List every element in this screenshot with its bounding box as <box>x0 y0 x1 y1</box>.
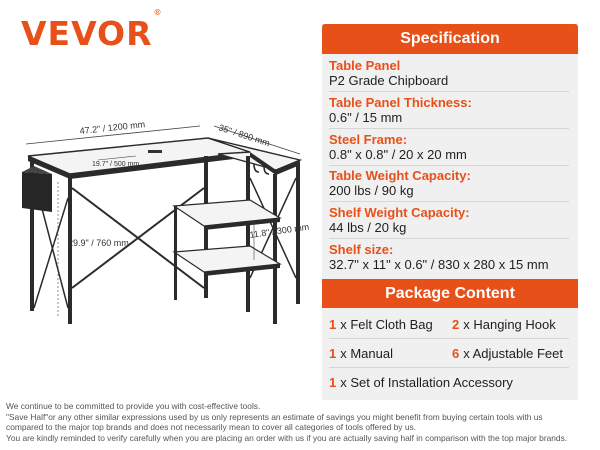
tabletop-return-edge-2 <box>276 160 300 175</box>
disclaimer: We continue to be committed to provide y… <box>6 401 596 443</box>
spec-value: 32.7" x 11" x 0.6" / 830 x 280 x 15 mm <box>329 257 549 272</box>
spec-label: Steel Frame: <box>329 132 408 147</box>
leg-return <box>296 164 300 304</box>
package-qty: 1 <box>329 375 337 390</box>
leg-front-mid <box>68 178 72 324</box>
specification-panel <box>322 24 578 304</box>
package-content-panel <box>322 308 578 400</box>
width-dimension-line <box>25 125 201 145</box>
spec-row-shelf-weight: Shelf Weight Capacity: 44 lbs / 20 kg <box>329 205 573 235</box>
spec-divider <box>329 201 569 202</box>
spec-label: Table Weight Capacity: <box>329 168 471 183</box>
package-text: x Hanging Hook <box>463 317 556 332</box>
spec-row-table-panel: Table Panel P2 Grade Chipboard <box>329 58 573 88</box>
spec-row-shelf-size: Shelf size: 32.7" x 11" x 0.6" / 830 x 2… <box>329 242 573 272</box>
felt-cloth-bag <box>22 172 52 212</box>
vevor-logo: VEVOR® <box>21 9 163 53</box>
spec-row-table-weight: Table Weight Capacity: 200 lbs / 90 kg <box>329 168 573 198</box>
leg-corner <box>273 174 277 324</box>
spec-label: Shelf Weight Capacity: <box>329 205 470 220</box>
cable-slot <box>148 150 162 153</box>
hanging-hook-2 <box>263 165 270 175</box>
shelf-bottom-edge <box>204 264 280 276</box>
shelf-top-edge <box>204 218 280 230</box>
l-shaped-desk-illustration: 47.2" / 1200 mm 35" / 890 mm 19.7" / 500… <box>22 119 310 324</box>
disclaimer-line: We continue to be committed to provide y… <box>6 401 261 411</box>
shelf-gap-label: 11.8" / 300 mm <box>249 222 310 240</box>
brace-4 <box>33 197 69 309</box>
tabletop-return-edge <box>250 152 276 175</box>
package-divider <box>329 338 569 339</box>
tabletop-edge-front <box>28 156 70 179</box>
spec-label: Table Panel Thickness: <box>329 95 472 110</box>
disclaimer-line: "Save Half"or any other similar expressi… <box>6 411 543 422</box>
inner-width-line <box>97 155 137 161</box>
spec-value: 200 lbs / 90 kg <box>329 183 414 198</box>
package-qty: 6 <box>452 346 460 361</box>
height-label: 29.9" / 760 mm <box>68 238 129 248</box>
hanging-hook-1 <box>253 163 260 173</box>
spec-divider <box>329 128 569 129</box>
disclaimer-line: You are kindly reminded to verify carefu… <box>6 432 568 443</box>
spec-value: P2 Grade Chipboard <box>329 73 449 88</box>
leg-back <box>246 156 250 312</box>
package-qty: 2 <box>452 317 460 332</box>
package-text: x Felt Cloth Bag <box>340 317 433 332</box>
spec-value: 44 lbs / 20 kg <box>329 220 407 235</box>
spec-row-panel-thickness: Table Panel Thickness: 0.6" / 15 mm <box>329 95 573 125</box>
registered-mark: ® <box>153 8 163 17</box>
brand-name: VEVOR <box>21 14 153 53</box>
spec-divider <box>329 91 569 92</box>
spec-label: Table Panel <box>329 58 401 73</box>
spec-divider <box>329 238 569 239</box>
shelf-post <box>174 206 177 300</box>
disclaimer-line: compared to the major top brands and doe… <box>6 422 416 432</box>
felt-bag-top <box>22 166 52 174</box>
leg-front-left <box>30 161 34 311</box>
package-text: x Manual <box>340 346 393 361</box>
package-text: x Set of Installation Accessory <box>340 375 513 390</box>
spec-value: 0.8" x 0.8" / 20 x 20 mm <box>329 147 467 162</box>
package-content-title: Package Content <box>322 279 578 308</box>
width-label: 47.2" / 1200 mm <box>79 119 145 136</box>
specification-title: Specification <box>322 24 578 54</box>
package-qty: 1 <box>329 317 337 332</box>
package-qty: 1 <box>329 346 337 361</box>
inner-width-label: 19.7" / 500 mm <box>92 161 139 168</box>
brace-2 <box>71 187 205 289</box>
spec-divider <box>329 165 569 166</box>
package-divider <box>329 367 569 368</box>
depth-dimension-line <box>213 125 301 155</box>
package-text: x Adjustable Feet <box>463 346 563 361</box>
spec-label: Shelf size: <box>329 242 394 257</box>
spec-value: 0.6" / 15 mm <box>329 110 403 125</box>
spec-row-steel-frame: Steel Frame: 0.8" x 0.8" / 20 x 20 mm <box>329 132 573 162</box>
